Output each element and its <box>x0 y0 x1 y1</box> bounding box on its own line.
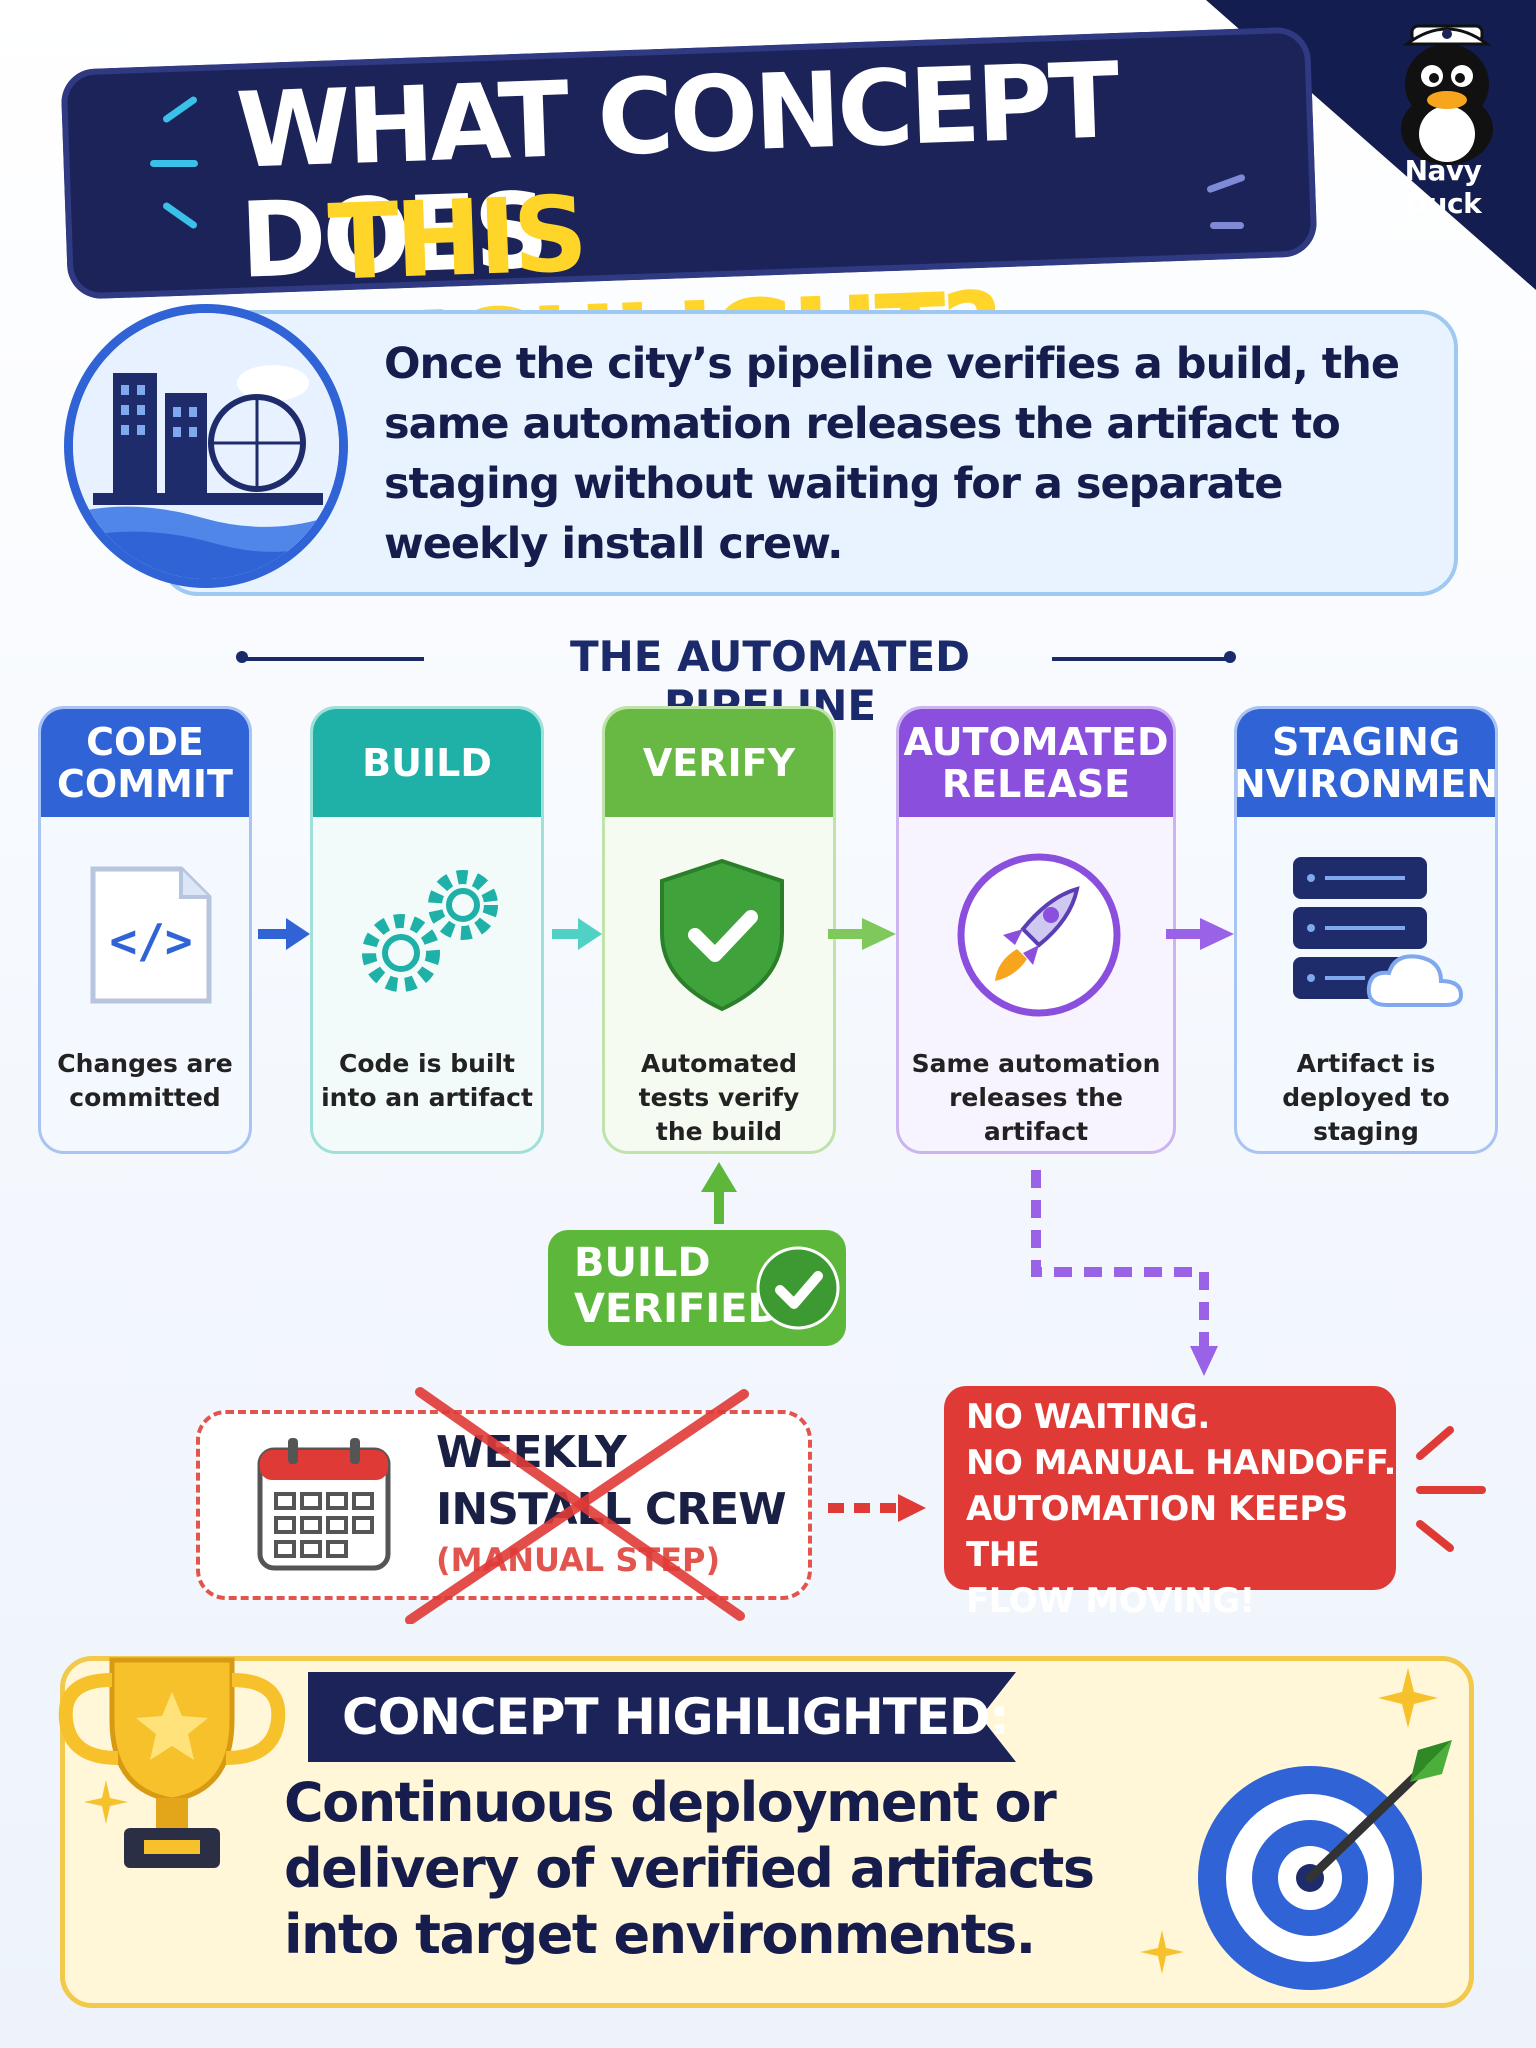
deco-dash <box>150 160 198 167</box>
step-description: Automated tests verify the build <box>638 1049 800 1146</box>
step-description: Same automation releases the artifact im… <box>911 1049 1161 1146</box>
step-description: Code is built into an artifact <box>321 1049 533 1112</box>
intro-panel <box>160 310 1458 596</box>
sparkle-icon <box>1140 1930 1184 1974</box>
no-waiting-line-1: NO WAITING. <box>966 1397 1210 1437</box>
target-icon <box>1198 1740 1452 1990</box>
svg-text:</>: </> <box>109 914 192 968</box>
duck-mascot-icon <box>1401 24 1493 165</box>
step-title: STAGING ENVIRONMENT <box>1237 709 1495 817</box>
sparkle-icon <box>1378 1668 1438 1728</box>
gears-icon <box>362 870 498 992</box>
no-waiting-text: NO WAITING. NO MANUAL HANDOFF. AUTOMATIO… <box>966 1394 1406 1624</box>
step-card-build: BUILD Code is built into an artifact <box>310 706 544 1154</box>
deco-dash <box>1210 222 1244 229</box>
dashed-release-path <box>1031 1170 1209 1352</box>
server-cloud-icon <box>1293 857 1464 1007</box>
no-waiting-line-3: AUTOMATION KEEPS THE <box>966 1489 1348 1575</box>
trophy-icon <box>58 1657 286 1868</box>
no-waiting-line-2: NO MANUAL HANDOFF. <box>966 1443 1396 1483</box>
step-card-code-commit: CODE COMMIT </> Changes are committed <box>38 706 252 1154</box>
concept-label: CONCEPT HIGHLIGHTED: <box>342 1688 1009 1746</box>
heading-dot <box>1224 651 1236 663</box>
sparkle-icon <box>84 1780 128 1824</box>
step-card-automated-release: AUTOMATED RELEASE Same automation releas… <box>896 706 1176 1154</box>
code-file-icon: </> <box>90 866 212 1004</box>
verified-line-1: BUILD <box>574 1240 711 1286</box>
rocket-icon <box>957 853 1121 1017</box>
intro-text: Once the city’s pipeline verifies a buil… <box>384 339 1400 569</box>
cross-out-icon <box>405 1387 749 1624</box>
verified-line-2: VERIFIED <box>574 1286 781 1332</box>
no-waiting-line-4: FLOW MOVING! <box>966 1581 1255 1621</box>
calendar-icon <box>257 1438 391 1571</box>
step-card-verify: VERIFY Automated tests verify the build <box>602 706 836 1154</box>
check-circle-icon <box>756 1246 840 1330</box>
step-title: AUTOMATED RELEASE <box>899 709 1173 817</box>
brand-name: Navy Duck <box>1404 154 1482 220</box>
step-description: Changes are committed <box>57 1049 233 1112</box>
verified-badge-text: BUILD VERIFIED <box>574 1240 781 1332</box>
shield-check-icon <box>660 858 784 1012</box>
step-title: CODE COMMIT <box>41 709 249 817</box>
concept-label-banner <box>308 1672 1016 1762</box>
step-card-staging-environment: STAGING ENVIRONMENT Artifact is deployed… <box>1234 706 1498 1154</box>
city-skyline-icon <box>64 304 348 588</box>
heading-rule <box>1052 657 1232 661</box>
step-title: VERIFY <box>605 709 833 817</box>
step-title: BUILD <box>313 709 541 817</box>
step-description: Artifact is deployed to staging <box>1282 1049 1450 1146</box>
no-waiting-callout <box>944 1386 1396 1590</box>
heading-rule <box>244 657 424 661</box>
concept-text: Continuous deployment or delivery of ver… <box>284 1771 1095 1966</box>
